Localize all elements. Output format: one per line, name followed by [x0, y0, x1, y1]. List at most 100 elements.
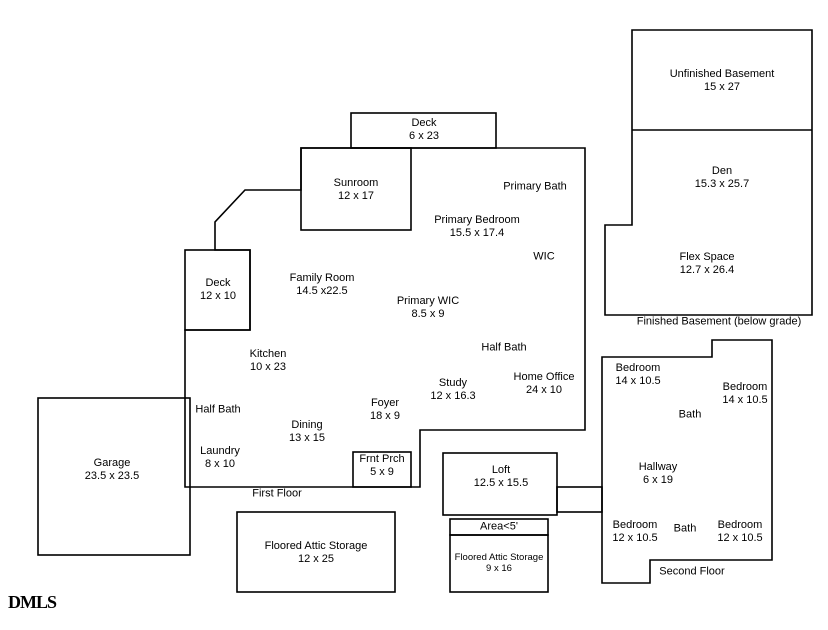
deck-top-outline	[350, 112, 497, 149]
label-primary-bath: Primary Bath	[503, 181, 567, 194]
room-dims: 12 x 25	[297, 553, 335, 565]
room-dims: 12 x 10.5	[717, 532, 763, 544]
label-deck-top: Deck 6 x 23	[409, 117, 439, 143]
room-dims: 12 x 17	[337, 190, 375, 202]
room-name: Bedroom	[717, 519, 763, 532]
room-dims: 6 x 19	[643, 474, 673, 486]
label-study: Study 12 x 16.3	[430, 377, 475, 403]
label-half-bath-right: Half Bath	[481, 342, 526, 355]
label-garage: Garage 23.5 x 23.5	[85, 457, 139, 483]
room-name: Area<5'	[480, 520, 518, 533]
floor-title-text: Finished Basement (below grade)	[636, 315, 802, 328]
room-dims: 14 x 10.5	[722, 394, 768, 406]
room-dims: 15.3 x 25.7	[694, 178, 750, 190]
first-floor-title: First Floor	[252, 488, 302, 501]
room-dims: 14.5 x22.5	[296, 285, 348, 297]
label-bedroom-bottom-right: Bedroom 12 x 10.5	[717, 519, 762, 545]
room-name: WIC	[533, 250, 555, 263]
label-sunroom: Sunroom 12 x 17	[334, 177, 379, 203]
room-dims: 5 x 9	[370, 466, 394, 478]
label-primary-bedroom: Primary Bedroom 15.5 x 17.4	[434, 214, 520, 240]
basement-outline	[604, 29, 813, 316]
label-deck-side: Deck 12 x 10	[200, 277, 236, 303]
room-name: Study	[438, 377, 468, 390]
label-area-under-5: Area<5'	[480, 521, 518, 534]
first-floor-outline	[184, 147, 586, 488]
room-name: Deck	[205, 277, 231, 290]
room-name: Half Bath	[481, 341, 527, 354]
loft-connector-outline	[556, 486, 603, 513]
floor-title-text: Second Floor	[659, 565, 725, 578]
room-dims: 8 x 10	[205, 458, 235, 470]
room-name: Bedroom	[615, 362, 661, 375]
garage-outline	[37, 397, 191, 556]
second-floor-outline	[601, 339, 773, 584]
label-foyer: Foyer 18 x 9	[370, 397, 400, 423]
room-dims: 8.5 x 9	[411, 308, 445, 320]
room-name: Bedroom	[612, 519, 658, 532]
room-dims: 12 x 16.3	[430, 390, 476, 402]
room-name: Flex Space	[679, 251, 735, 264]
room-name: Den	[711, 165, 733, 178]
label-attic-storage-first: Floored Attic Storage 12 x 25	[265, 540, 368, 566]
label-bath-top: Bath	[679, 409, 702, 422]
label-bedroom-top-right: Bedroom 14 x 10.5	[722, 381, 767, 407]
room-dims: 12 x 10.5	[612, 532, 658, 544]
room-dims: 10 x 23	[249, 361, 287, 373]
room-dims: 15 x 27	[703, 81, 741, 93]
basement-title: Finished Basement (below grade)	[637, 316, 801, 329]
room-dims: 15.5 x 17.4	[449, 227, 505, 239]
room-name: Garage	[93, 457, 131, 470]
attic-storage-second-outline	[449, 534, 549, 593]
room-name: Dining	[291, 419, 323, 432]
label-unfinished-basement: Unfinished Basement 15 x 27	[670, 68, 775, 94]
room-dims: 12.5 x 15.5	[473, 477, 529, 489]
label-loft: Loft 12.5 x 15.5	[474, 464, 528, 490]
room-dims: 14 x 10.5	[615, 375, 661, 387]
room-name: Hallway	[638, 461, 678, 474]
deck-side-outline	[184, 249, 251, 331]
label-hallway: Hallway 6 x 19	[639, 461, 678, 487]
room-name: Kitchen	[249, 348, 287, 361]
room-dims: 9 x 16	[486, 563, 512, 574]
sunroom-outline	[300, 147, 412, 231]
room-name: Bath	[678, 408, 702, 421]
room-name: Foyer	[370, 397, 400, 410]
label-bedroom-bottom-left: Bedroom 12 x 10.5	[612, 519, 657, 545]
attic-storage-first-outline	[236, 511, 396, 593]
room-name: Floored Attic Storage	[264, 540, 368, 553]
label-flex-space: Flex Space 12.7 x 26.4	[679, 251, 734, 277]
second-floor-title: Second Floor	[659, 566, 724, 579]
label-kitchen: Kitchen 10 x 23	[250, 348, 287, 374]
room-name: Frnt Prch	[359, 453, 405, 466]
label-wic: WIC	[533, 251, 554, 264]
room-dims: 23.5 x 23.5	[84, 470, 140, 482]
room-name: Primary Bath	[503, 180, 567, 193]
dmls-watermark: DMLS	[8, 592, 57, 612]
room-name: Sunroom	[333, 177, 379, 190]
label-primary-wic: Primary WIC 8.5 x 9	[397, 295, 459, 321]
room-name: Bath	[673, 522, 697, 535]
room-name: Unfinished Basement	[669, 68, 775, 81]
label-den: Den 15.3 x 25.7	[695, 165, 749, 191]
room-name: Bedroom	[722, 381, 768, 394]
label-half-bath-left: Half Bath	[195, 404, 240, 417]
label-bedroom-top-left: Bedroom 14 x 10.5	[615, 362, 660, 388]
room-name: Loft	[491, 464, 511, 477]
loft-outline	[442, 452, 558, 516]
label-front-porch: Frnt Prch 5 x 9	[359, 453, 404, 479]
room-dims: 12.7 x 26.4	[679, 264, 735, 276]
room-name: Deck	[411, 117, 437, 130]
room-dims: 18 x 9	[370, 410, 400, 422]
room-name: Home Office	[513, 371, 575, 384]
label-laundry: Laundry 8 x 10	[200, 445, 240, 471]
room-name: Floored Attic Storage	[454, 551, 544, 563]
room-name: Family Room	[289, 272, 355, 285]
room-dims: 13 x 15	[288, 432, 326, 444]
label-home-office: Home Office 24 x 10	[514, 371, 575, 397]
label-dining: Dining 13 x 15	[289, 419, 325, 445]
room-name: Laundry	[200, 445, 240, 458]
label-bath-bottom: Bath	[674, 523, 697, 536]
